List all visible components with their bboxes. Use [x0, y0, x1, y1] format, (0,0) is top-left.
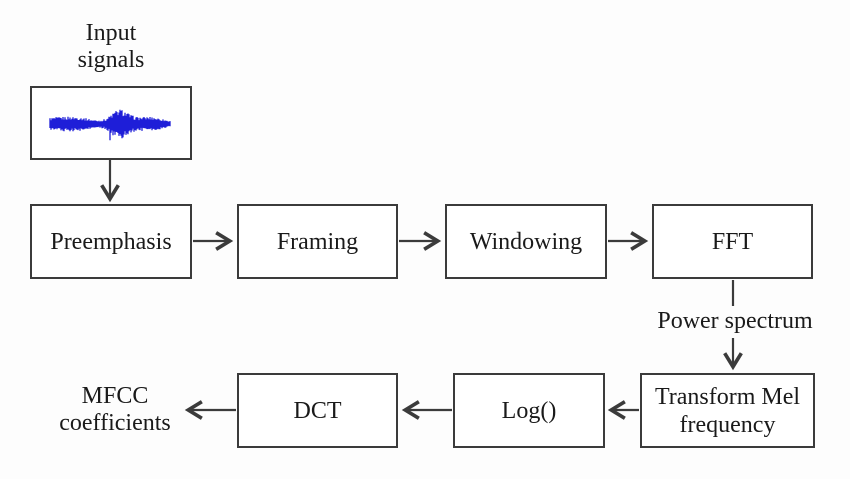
- node-dct: DCT: [237, 373, 398, 448]
- mfcc-coefficients-label: MFCC coefficients: [59, 383, 171, 436]
- waveform-icon: [48, 109, 171, 140]
- node-fft-label: FFT: [711, 228, 754, 255]
- node-preemphasis-label: Preemphasis: [50, 228, 172, 255]
- power-spectrum-label: Power spectrum: [657, 308, 813, 334]
- node-windowing: Windowing: [445, 204, 607, 279]
- node-framing: Framing: [237, 204, 398, 279]
- node-transform-mel-frequency-label: Transform Mel frequency: [654, 383, 801, 438]
- node-log-label: Log(): [501, 397, 557, 424]
- waveform-path: [48, 109, 171, 140]
- node-preemphasis: Preemphasis: [30, 204, 192, 279]
- node-transform-mel-frequency: Transform Mel frequency: [640, 373, 815, 448]
- node-dct-label: DCT: [293, 397, 342, 424]
- input-signal-box: [30, 86, 192, 160]
- node-framing-label: Framing: [276, 228, 359, 255]
- node-log: Log(): [453, 373, 605, 448]
- node-fft: FFT: [652, 204, 813, 279]
- node-windowing-label: Windowing: [469, 228, 583, 255]
- input-signals-label: Input signals: [77, 20, 145, 73]
